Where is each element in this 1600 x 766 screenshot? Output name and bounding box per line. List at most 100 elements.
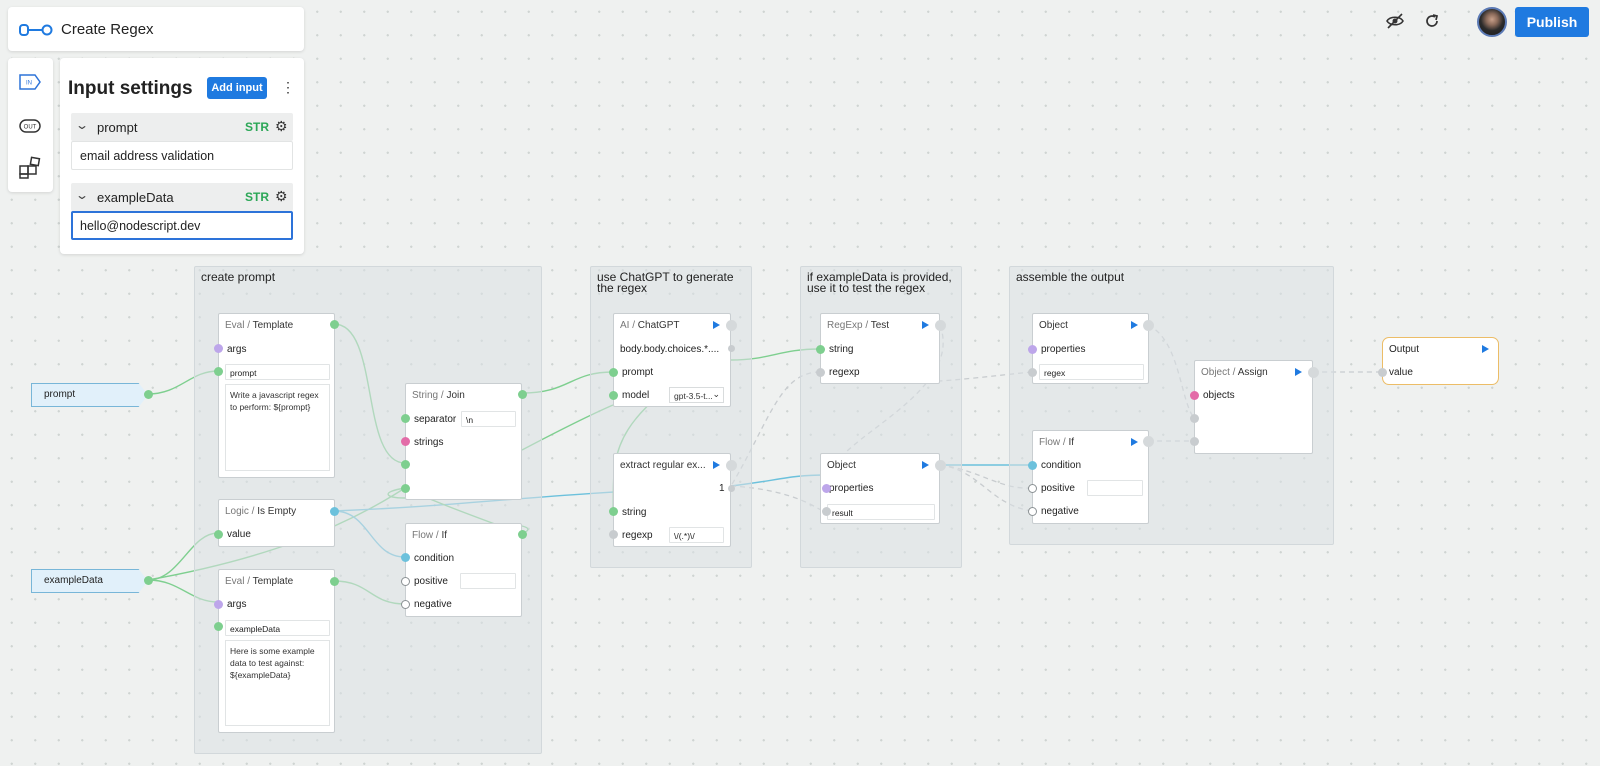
chevron-down-icon[interactable]: ⌄	[74, 118, 90, 132]
input-port[interactable]	[1377, 367, 1387, 377]
output-port[interactable]	[329, 506, 339, 516]
output-port[interactable]	[1142, 319, 1154, 331]
input-port[interactable]	[400, 436, 410, 446]
input-port[interactable]	[1027, 460, 1037, 470]
property-key-field[interactable]: regex	[1039, 364, 1144, 380]
refresh-icon[interactable]	[1424, 13, 1440, 29]
input-port[interactable]	[213, 621, 223, 631]
input-port[interactable]	[213, 343, 223, 353]
input-port[interactable]	[213, 366, 223, 376]
input-port[interactable]	[608, 529, 618, 539]
modules-tool-icon[interactable]	[18, 156, 42, 180]
kebab-menu-icon[interactable]: ⋮	[281, 79, 295, 95]
arg-key-field[interactable]: prompt	[225, 364, 330, 380]
node-flow-if-result[interactable]: Flow / If condition positive negative	[1032, 430, 1149, 524]
output-port[interactable]	[725, 319, 737, 331]
play-icon[interactable]	[1131, 321, 1138, 329]
input-port[interactable]	[400, 483, 410, 493]
output-port[interactable]	[329, 576, 339, 586]
node-is-empty[interactable]: Logic / Is Empty value	[218, 499, 335, 547]
input-port[interactable]	[1027, 344, 1037, 354]
regexp-field[interactable]: \/(.*)\/	[669, 527, 724, 543]
settings-gear-icon[interactable]: ⚙	[275, 118, 288, 134]
input-port[interactable]	[213, 599, 223, 609]
positive-field[interactable]	[460, 573, 516, 589]
template-textarea[interactable]: Here is some example data to test agains…	[225, 640, 330, 726]
input-port[interactable]	[608, 367, 618, 377]
output-port[interactable]	[1142, 435, 1154, 447]
output-port[interactable]	[517, 389, 527, 399]
play-icon[interactable]	[713, 321, 720, 329]
publish-button[interactable]: Publish	[1515, 7, 1589, 37]
input-port[interactable]	[400, 552, 410, 562]
input-type[interactable]: STR	[245, 190, 269, 204]
input-port[interactable]	[400, 599, 410, 609]
logo-icon[interactable]	[19, 23, 53, 37]
input-port[interactable]	[608, 390, 618, 400]
input-value-field[interactable]: email address validation	[71, 141, 293, 170]
input-port[interactable]	[213, 529, 223, 539]
flow-title[interactable]: Create Regex	[61, 21, 154, 38]
node-extract-regex[interactable]: extract regular ex... 1 string regexp \/…	[613, 453, 731, 547]
settings-gear-icon[interactable]: ⚙	[275, 188, 288, 204]
node-flow-if-prompt[interactable]: Flow / If condition positive negative	[405, 523, 522, 617]
canvas-input-exampledata[interactable]: exampleData	[31, 569, 148, 593]
node-eval-template-exampledata[interactable]: Eval / Template args exampleData Here is…	[218, 569, 335, 733]
arg-key-field[interactable]: exampleData	[225, 620, 330, 636]
hide-icon[interactable]	[1386, 13, 1404, 29]
input-port[interactable]	[1189, 390, 1199, 400]
output-tool-icon[interactable]: OUT	[18, 114, 42, 138]
avatar[interactable]	[1477, 7, 1507, 37]
node-regexp-test[interactable]: RegExp / Test string regexp	[820, 313, 940, 384]
play-icon[interactable]	[713, 461, 720, 469]
output-port[interactable]	[143, 575, 153, 585]
play-icon[interactable]	[922, 321, 929, 329]
input-row-prompt[interactable]: ⌄ prompt STR ⚙	[71, 113, 293, 141]
input-port[interactable]	[821, 506, 831, 516]
add-input-button[interactable]: Add input	[207, 77, 267, 99]
input-port[interactable]	[608, 506, 618, 516]
input-port[interactable]	[1027, 483, 1037, 493]
output-port[interactable]	[727, 344, 735, 352]
input-port[interactable]	[400, 459, 410, 469]
node-eval-template-prompt[interactable]: Eval / Template args prompt Write a java…	[218, 313, 335, 478]
model-select[interactable]: gpt-3.5-t...⌄	[669, 387, 724, 403]
play-icon[interactable]	[1482, 345, 1489, 353]
chevron-down-icon[interactable]: ⌄	[74, 188, 90, 202]
output-port[interactable]	[517, 529, 527, 539]
output-port[interactable]	[143, 389, 153, 399]
node-chatgpt[interactable]: AI / ChatGPT body.body.choices.*.... pro…	[613, 313, 731, 407]
output-port[interactable]	[1307, 366, 1319, 378]
play-icon[interactable]	[922, 461, 929, 469]
template-textarea[interactable]: Write a javascript regex to perform: ${p…	[225, 384, 330, 471]
node-object-regex[interactable]: Object properties regex	[1032, 313, 1149, 384]
node-object-result[interactable]: Object properties result	[820, 453, 940, 524]
input-port[interactable]	[1027, 506, 1037, 516]
canvas-input-prompt[interactable]: prompt	[31, 383, 148, 407]
input-type[interactable]: STR	[245, 120, 269, 134]
input-port[interactable]	[1027, 367, 1037, 377]
input-port[interactable]	[821, 483, 831, 493]
input-row-exampledata[interactable]: ⌄ exampleData STR ⚙	[71, 183, 293, 211]
output-port[interactable]	[727, 484, 735, 492]
input-port[interactable]	[1189, 436, 1199, 446]
input-port[interactable]	[815, 367, 825, 377]
input-port[interactable]	[400, 576, 410, 586]
input-port[interactable]	[400, 413, 410, 423]
input-port[interactable]	[815, 344, 825, 354]
output-port[interactable]	[329, 319, 339, 329]
separator-field[interactable]: \n	[461, 411, 516, 427]
play-icon[interactable]	[1295, 368, 1302, 376]
output-port[interactable]	[934, 459, 946, 471]
node-string-join[interactable]: String / Join separator \n strings	[405, 383, 522, 500]
output-node[interactable]: Output value	[1382, 337, 1499, 385]
output-port[interactable]	[934, 319, 946, 331]
play-icon[interactable]	[1131, 438, 1138, 446]
property-key-field[interactable]: result	[827, 504, 935, 520]
node-object-assign[interactable]: Object / Assign objects	[1194, 360, 1313, 454]
output-port[interactable]	[725, 459, 737, 471]
input-value-field[interactable]: hello@nodescript.dev	[71, 211, 293, 240]
input-tool-icon[interactable]: IN	[18, 70, 42, 94]
positive-field[interactable]	[1087, 480, 1143, 496]
input-port[interactable]	[1189, 413, 1199, 423]
